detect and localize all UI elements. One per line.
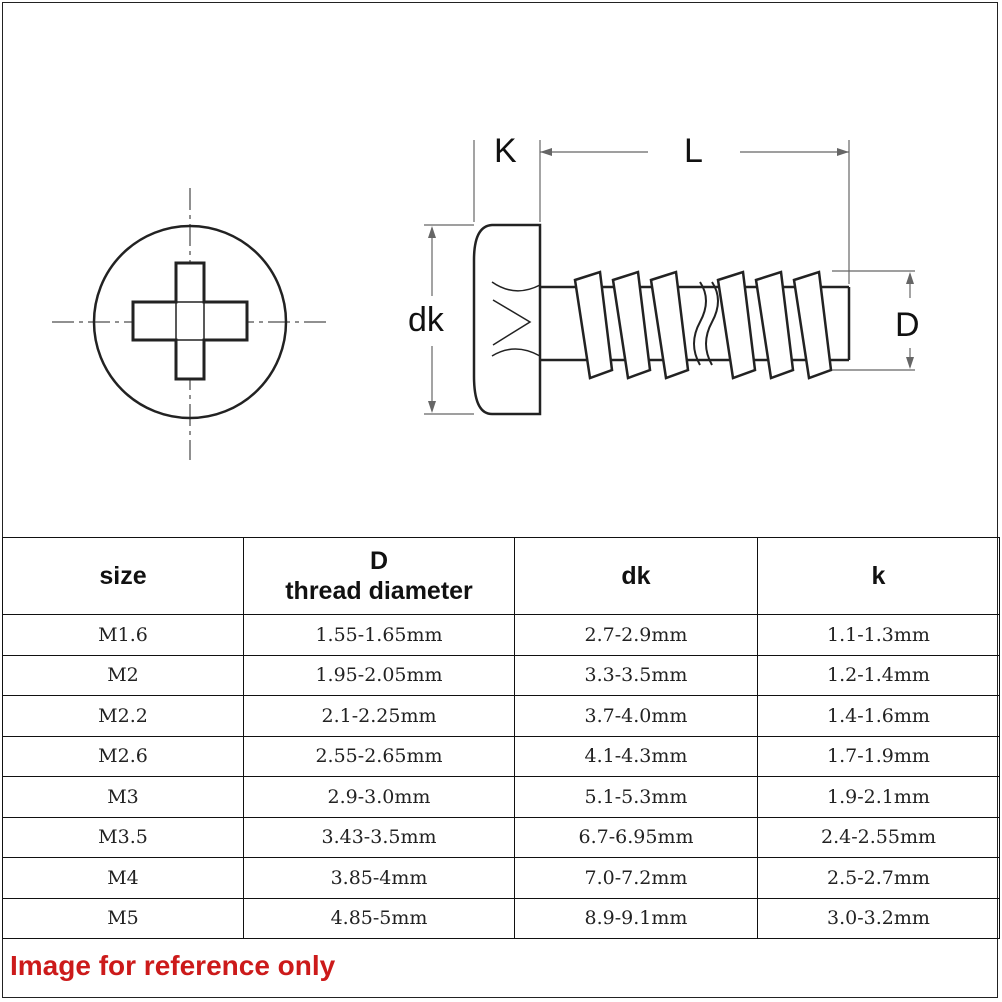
head-recess-lines (491, 281, 541, 357)
table-row: M5 4.85-5mm 8.9-9.1mm 3.0-3.2mm (2, 897, 1000, 939)
table-row: M2.2 2.1-2.25mm 3.7-4.0mm 1.4-1.6mm (2, 695, 1000, 737)
cell-dk: 7.0-7.2mm (514, 857, 758, 899)
cell-size: M3 (2, 776, 244, 818)
dim-label-l: L (684, 132, 703, 170)
table-row: M2 1.95-2.05mm 3.3-3.5mm 1.2-1.4mm (2, 654, 1000, 696)
cell-k: 2.4-2.55mm (757, 816, 1000, 858)
cell-thread-diameter: 3.85-4mm (243, 857, 515, 899)
recess-center (175, 301, 205, 341)
dimension-arrows (428, 148, 914, 413)
cell-k: 1.9-2.1mm (757, 776, 1000, 818)
cell-size: M2.2 (2, 695, 244, 737)
table-row: M3.5 3.43-3.5mm 6.7-6.95mm 2.4-2.55mm (2, 816, 1000, 858)
cell-k: 3.0-3.2mm (757, 897, 1000, 939)
screw-drawing: K L dk D (52, 132, 920, 460)
break-mark-left (693, 281, 707, 366)
dim-label-dk: dk (408, 301, 445, 339)
screw-head (472, 223, 542, 416)
cell-size: M5 (2, 897, 244, 939)
cell-k: 1.4-1.6mm (757, 695, 1000, 737)
dimension-lines (424, 140, 915, 415)
phillips-recess (131, 261, 249, 381)
break-mark-right (705, 281, 719, 366)
header-k: k (757, 537, 1000, 615)
cell-dk: 6.7-6.95mm (514, 816, 758, 858)
table-row: M3 2.9-3.0mm 5.1-5.3mm 1.9-2.1mm (2, 776, 1000, 818)
header-dk: dk (514, 537, 758, 615)
cell-dk: 4.1-4.3mm (514, 735, 758, 777)
cell-dk: 2.7-2.9mm (514, 614, 758, 656)
cell-k: 1.2-1.4mm (757, 654, 1000, 696)
cell-k: 2.5-2.7mm (757, 857, 1000, 899)
head-outline (92, 224, 288, 420)
reference-note: Image for reference only (10, 950, 336, 981)
cell-dk: 5.1-5.3mm (514, 776, 758, 818)
screw-side-view (472, 223, 851, 416)
dim-label-d: D (895, 306, 920, 344)
cell-thread-diameter: 3.43-3.5mm (243, 816, 515, 858)
cell-dk: 3.3-3.5mm (514, 654, 758, 696)
cell-size: M1.6 (2, 614, 244, 656)
thread-crests (573, 270, 833, 380)
cell-dk: 8.9-9.1mm (514, 897, 758, 939)
cell-size: M3.5 (2, 816, 244, 858)
cell-thread-diameter: 1.55-1.65mm (243, 614, 515, 656)
cell-thread-diameter: 2.1-2.25mm (243, 695, 515, 737)
cell-thread-diameter: 4.85-5mm (243, 897, 515, 939)
cell-size: M4 (2, 857, 244, 899)
head-top-view (52, 188, 328, 460)
cell-k: 1.1-1.3mm (757, 614, 1000, 656)
header-size: size (2, 537, 244, 615)
table-row: M4 3.85-4mm 7.0-7.2mm 2.5-2.7mm (2, 857, 1000, 899)
cell-k: 1.7-1.9mm (757, 735, 1000, 777)
cell-thread-diameter: 2.9-3.0mm (243, 776, 515, 818)
table-row: M1.6 1.55-1.65mm 2.7-2.9mm 1.1-1.3mm (2, 614, 1000, 656)
cell-thread-diameter: 1.95-2.05mm (243, 654, 515, 696)
table-row: M2.6 2.55-2.65mm 4.1-4.3mm 1.7-1.9mm (2, 735, 1000, 777)
recess-cone (492, 299, 532, 346)
cell-dk: 3.7-4.0mm (514, 695, 758, 737)
cell-thread-diameter: 2.55-2.65mm (243, 735, 515, 777)
dim-label-k: K (494, 132, 517, 170)
cell-size: M2.6 (2, 735, 244, 777)
cell-size: M2 (2, 654, 244, 696)
